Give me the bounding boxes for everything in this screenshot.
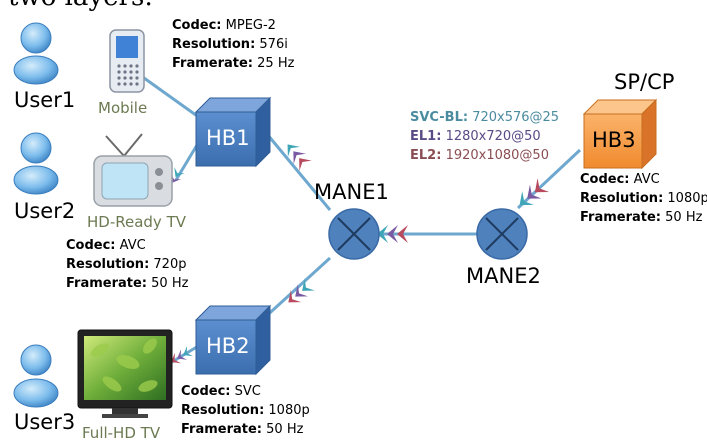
mane2-label: MANE2	[466, 264, 541, 288]
hb2-label: HB2	[206, 334, 250, 358]
arrow-mane2-mane1	[377, 225, 408, 243]
hd-ready-spec: Codec: AVC Resolution: 720p Framerate: 5…	[66, 238, 189, 291]
header-fragment: two layers:	[8, 0, 153, 12]
link-mane1-hb2	[260, 256, 332, 322]
hd-ready-label: HD-Ready TV	[87, 213, 187, 231]
mobile-label: Mobile	[98, 99, 148, 117]
full-hd-tv-icon	[77, 329, 173, 418]
mane2-router	[476, 208, 528, 260]
mane1-router	[328, 208, 380, 260]
hb3-cube	[582, 98, 658, 170]
link-hb1-mane1	[260, 127, 332, 211]
sp-cp-label: SP/CP	[614, 70, 675, 94]
user1-icon	[13, 22, 59, 85]
mobile-phone-icon	[109, 29, 145, 93]
arrow-to-fullhd	[171, 345, 194, 364]
arrow-mane1-hb2	[288, 278, 315, 303]
mane1-label: MANE1	[314, 180, 389, 204]
user1-label: User1	[14, 88, 76, 112]
hb1-label: HB1	[206, 126, 250, 150]
hb3-label: HB3	[592, 128, 636, 152]
arrow-to-hdready	[170, 166, 185, 183]
arrow-hb1-mane1	[287, 144, 312, 171]
hb2-cube	[194, 304, 272, 376]
svc-layers: SVC-BL: 720x576@25 EL1: 1280x720@50 EL2:…	[410, 108, 559, 165]
user2-label: User2	[14, 199, 76, 223]
mobile-spec: Codec: MPEG-2 Resolution: 576i Framerate…	[172, 18, 295, 71]
layer-bl: SVC-BL: 720x576@25	[410, 110, 560, 125]
hb1-cube	[194, 96, 272, 168]
hd-ready-tv-icon	[93, 133, 173, 207]
sp-cp-spec: Codec: AVC Resolution: 1080p Framerate: …	[580, 172, 707, 225]
user3-icon	[13, 344, 59, 408]
arrow-hb3-mane2	[519, 178, 550, 206]
full-hd-label: Full-HD TV	[82, 424, 161, 442]
full-hd-spec: Codec: SVC Resolution: 1080p Framerate: …	[181, 384, 310, 437]
layer-el1: EL1: 1280x720@50	[410, 129, 541, 144]
user2-icon	[13, 132, 59, 195]
layer-el2: EL2: 1920x1080@50	[410, 148, 549, 163]
user3-label: User3	[14, 410, 76, 434]
